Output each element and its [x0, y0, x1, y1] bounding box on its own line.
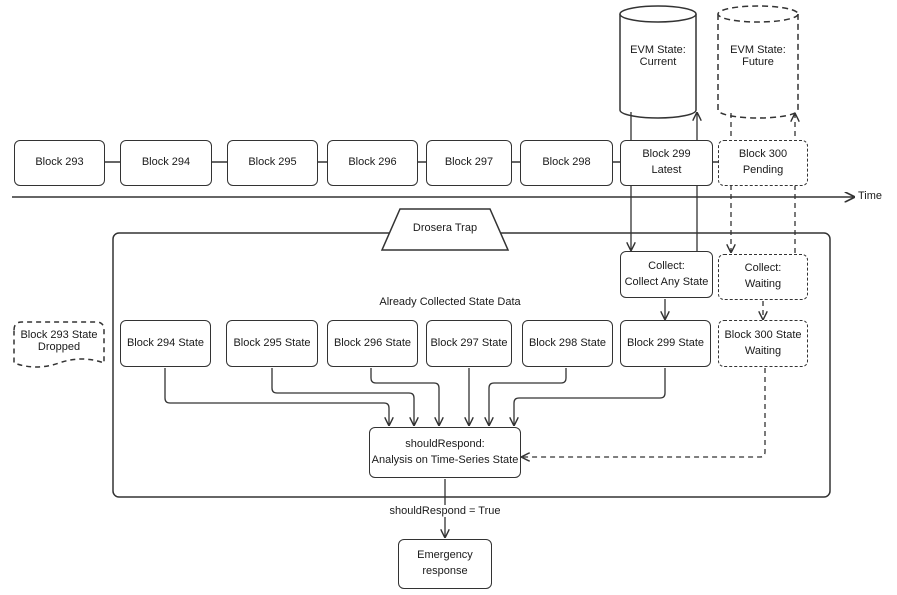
- block-status: Pending: [742, 164, 784, 176]
- timeline-block-299-latest: Block 299 Latest: [620, 140, 713, 186]
- trap-title-shape: [380, 208, 510, 251]
- block-label: Block 294: [141, 156, 191, 169]
- evm-current-line2: Current: [639, 56, 677, 68]
- evm-future-line2: Future: [742, 56, 774, 68]
- evm-current-label: EVM State: Current: [620, 44, 696, 68]
- trap-title: Drosera Trap: [412, 222, 478, 234]
- collect-any-line1: Collect:: [648, 259, 685, 272]
- state-box-297: Block 297 State: [426, 320, 512, 367]
- block-label: Block 300: [738, 148, 788, 161]
- state-300-line2: Waiting: [744, 344, 782, 357]
- collect-waiting-box: Collect: Waiting: [718, 254, 808, 300]
- block-status: Latest: [651, 164, 682, 176]
- collect-any-line2: Collect Any State: [624, 275, 709, 288]
- block-label: Block 298: [542, 156, 591, 169]
- emergency-line2: response: [422, 565, 468, 577]
- evm-current-cylinder: [619, 5, 697, 119]
- state-box-296: Block 296 State: [327, 320, 418, 367]
- already-collected-label: Already Collected State Data: [379, 296, 521, 308]
- block-label: Block 293: [35, 156, 84, 169]
- state-300-to-analysis-arrow: [522, 368, 766, 457]
- time-axis-label: Time: [858, 190, 883, 202]
- timeline-block-300-pending: Block 300 Pending: [718, 140, 808, 186]
- state-label: Block 299 State: [626, 336, 705, 349]
- evm-future-line1: EVM State:: [730, 44, 786, 56]
- timeline-block-293: Block 293: [14, 140, 105, 186]
- state-box-300-waiting: Block 300 State Waiting: [718, 320, 808, 367]
- state-300-line1: Block 300 State: [724, 328, 802, 341]
- state-label: Block 295 State: [233, 336, 311, 349]
- timeline-block-294: Block 294: [120, 140, 212, 186]
- state-to-analysis-arrows: [164, 368, 666, 425]
- dropped-line2: Dropped: [37, 341, 81, 353]
- state-label: Block 298 State: [528, 336, 607, 349]
- timeline-block-295: Block 295: [227, 140, 318, 186]
- state-box-299: Block 299 State: [620, 320, 711, 367]
- state-box-298: Block 298 State: [522, 320, 613, 367]
- dropped-line1: Block 293 State: [20, 329, 98, 341]
- evm-future-label: EVM State: Future: [718, 44, 798, 68]
- block-label: Block 297: [444, 156, 494, 169]
- collect-waiting-line1: Collect:: [744, 262, 782, 275]
- state-label: Block 294 State: [126, 336, 205, 349]
- state-box-294: Block 294 State: [120, 320, 211, 367]
- state-box-295: Block 295 State: [226, 320, 318, 367]
- timeline-block-296: Block 296: [327, 140, 418, 186]
- state-label: Block 297 State: [430, 336, 508, 349]
- timeline-block-297: Block 297: [426, 140, 512, 186]
- should-respond-line1: shouldRespond:: [405, 437, 485, 450]
- evm-current-line1: EVM State:: [630, 44, 686, 56]
- state-label: Block 296 State: [333, 336, 412, 349]
- emergency-line1: Emergency: [417, 549, 473, 562]
- block-label: Block 299: [642, 148, 691, 161]
- should-respond-line2: Analysis on Time-Series State: [371, 453, 519, 466]
- block-label: Block 295: [248, 156, 297, 169]
- dropped-state-shape: [13, 321, 105, 368]
- collect-any-state-box: Collect: Collect Any State: [620, 251, 713, 298]
- emergency-response-box: Emergency response: [398, 539, 492, 589]
- condition-label: shouldRespond = True: [370, 505, 520, 517]
- timeline-block-298: Block 298: [520, 140, 613, 186]
- should-respond-box: shouldRespond: Analysis on Time-Series S…: [369, 427, 521, 478]
- block-label: Block 296: [348, 156, 397, 169]
- evm-future-cylinder: [717, 5, 799, 119]
- dropped-state-label: Block 293 State Dropped: [14, 329, 104, 353]
- collect-waiting-line2: Waiting: [744, 278, 782, 290]
